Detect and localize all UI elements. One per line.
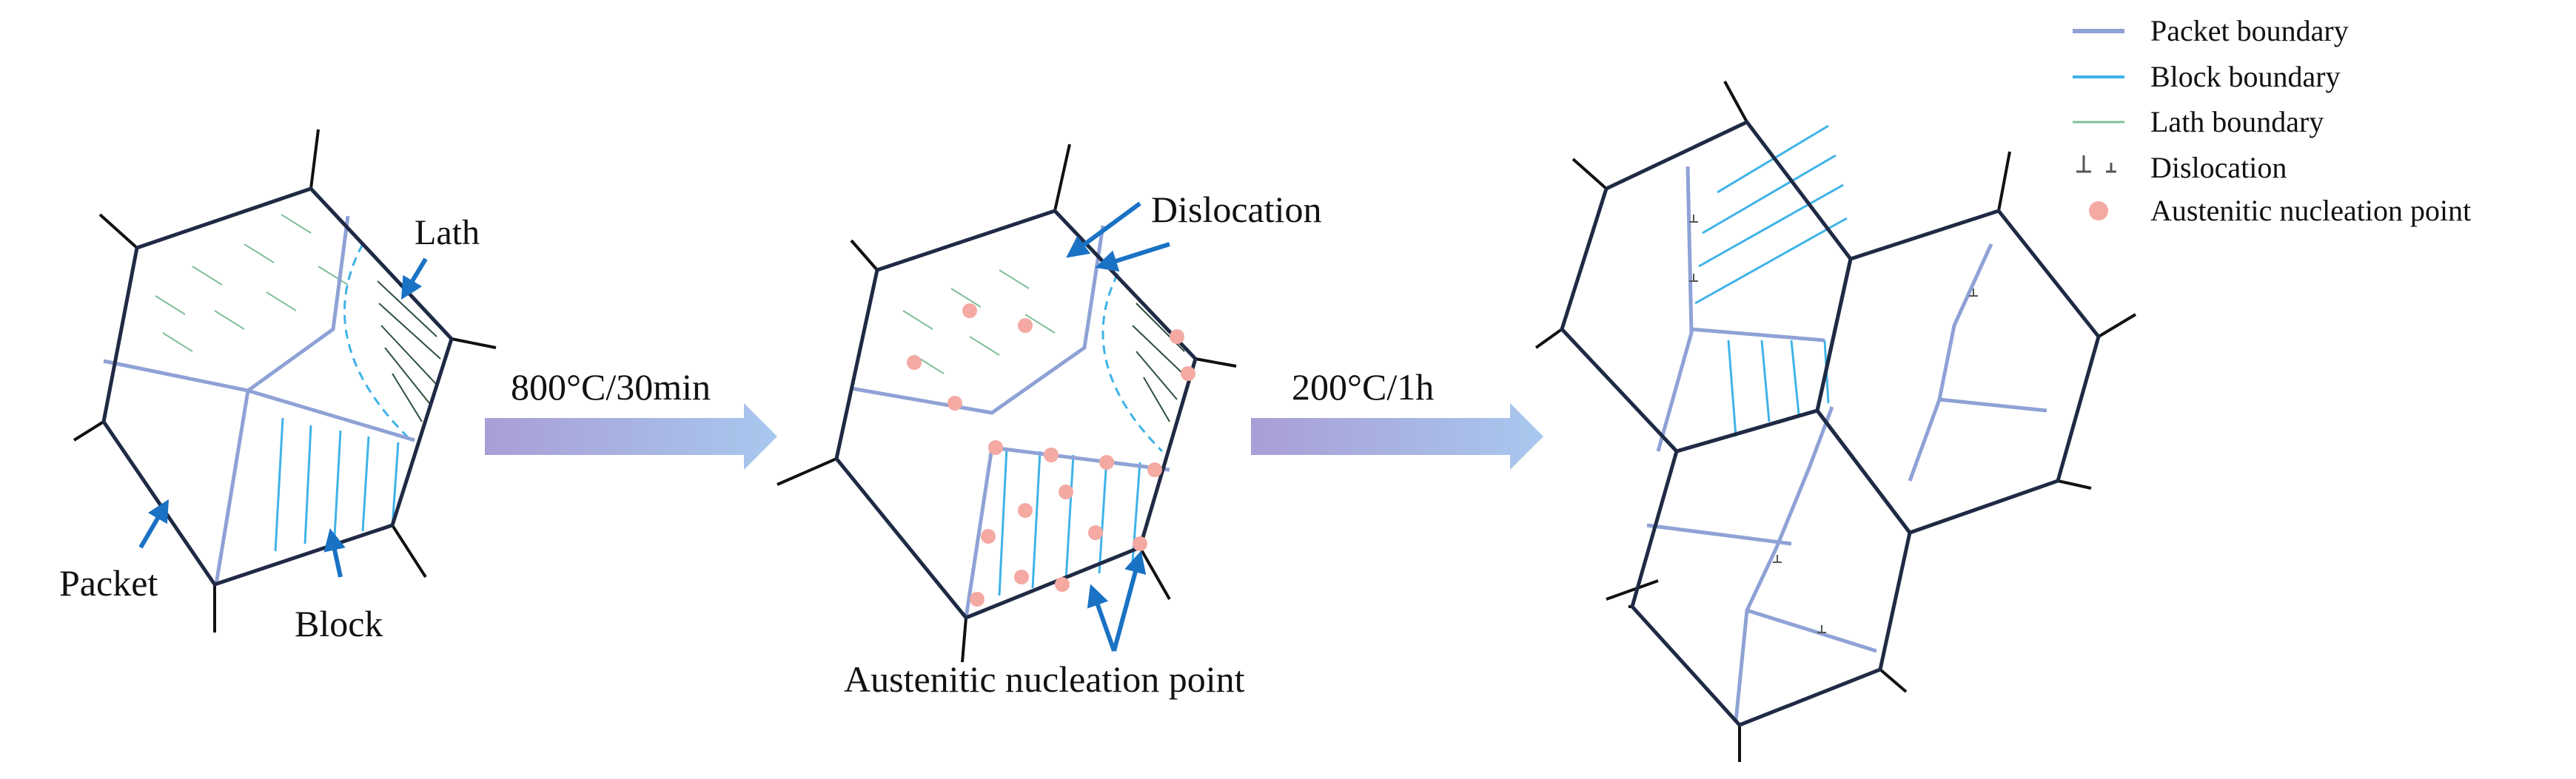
- step-2-label: 200°C/1h: [1292, 366, 1434, 408]
- process-step-1: 800°C/30min: [485, 366, 777, 470]
- lath-boundaries-p1: [155, 214, 349, 352]
- lath-boundaries-p2: [902, 269, 1056, 374]
- panel-austenitized-grain: Dislocation Austenitic nucleation point: [777, 144, 1322, 700]
- block-callout-arrow: [323, 528, 346, 578]
- dislocation-callout-arrow-1: [1066, 201, 1141, 258]
- dislocation-label: Dislocation: [1151, 189, 1322, 230]
- legend: Packet boundary Block boundary Lath boun…: [2073, 14, 2471, 227]
- legend-nucleation-swatch: [2089, 201, 2108, 220]
- grain-spikes: [73, 129, 497, 633]
- panel-initial-grain: Lath Packet Block: [59, 129, 497, 644]
- lath-label: Lath: [415, 213, 480, 252]
- grain-spikes-p3: [1534, 81, 2137, 762]
- block-boundaries-p3: [1694, 124, 1848, 437]
- process-arrow-2: [1251, 403, 1543, 470]
- lath-dashed-arc-p2: [1101, 273, 1164, 453]
- lath-region-p2: [1132, 303, 1185, 422]
- panel-refined-grains: [1534, 81, 2137, 762]
- dislocation-callout-arrow-2: [1095, 242, 1170, 272]
- packet-boundaries-p2: [851, 225, 1170, 618]
- packet-callout-arrow: [138, 499, 170, 549]
- process-arrow-1: [485, 403, 777, 470]
- austenitic-nucleation-points: [907, 303, 1195, 607]
- packet-boundaries-p1: [103, 215, 415, 585]
- austenitic-nucleation-label: Austenitic nucleation point: [844, 658, 1245, 700]
- packet-label: Packet: [59, 562, 158, 604]
- lath-dashed-arc: [343, 243, 409, 438]
- lath-callout-arrow: [400, 257, 428, 300]
- legend-lath-label: Lath boundary: [2150, 105, 2324, 138]
- block-label: Block: [295, 603, 383, 644]
- legend-dislocation-label: Dislocation: [2150, 151, 2287, 184]
- block-boundaries-p1: [274, 417, 400, 552]
- dislocation-marks-p3: [1689, 215, 1978, 633]
- grain-boundary-p1: [101, 186, 454, 587]
- legend-nucleation-label: Austenitic nucleation point: [2150, 194, 2471, 227]
- legend-packet-label: Packet boundary: [2150, 14, 2349, 47]
- nucleation-callout-arrow-2: [1112, 550, 1147, 652]
- nucleation-callout-arrow-1: [1087, 584, 1116, 652]
- packet-boundaries-p3: [1646, 166, 2047, 722]
- block-boundaries-p2: [998, 447, 1141, 596]
- legend-block-label: Block boundary: [2150, 60, 2341, 93]
- process-step-2: 200°C/1h: [1251, 366, 1543, 470]
- legend-dislocation-swatch: [2076, 155, 2116, 173]
- step-1-label: 800°C/30min: [511, 366, 711, 408]
- grain-boundaries-p3: [1560, 119, 2101, 727]
- lath-region-p1: [377, 280, 441, 422]
